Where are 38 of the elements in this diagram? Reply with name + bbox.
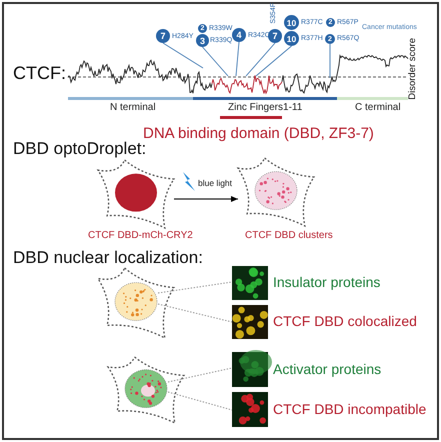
count-badge: 10 (284, 15, 299, 30)
cell-drawing (238, 158, 314, 226)
count-badge: 7 (156, 29, 170, 43)
leader-line (246, 42, 276, 76)
axis-title: Disorder score (408, 38, 418, 100)
cell-drawing (98, 268, 174, 338)
row-label: CTCF: (13, 64, 66, 82)
micrograph-image (232, 392, 268, 427)
arrow (174, 196, 238, 202)
count-badge: 10 (284, 31, 299, 46)
caption-text: CTCF DBD clusters (245, 230, 333, 241)
domain-label: C terminal (355, 103, 401, 113)
leader-line (202, 46, 228, 76)
leader-line (236, 42, 240, 76)
section-heading: DBD optoDroplet: (13, 140, 146, 157)
micrograph-image (232, 305, 268, 339)
connector-line (168, 368, 232, 382)
caption-text: CTCF DBD incompatible (273, 402, 426, 418)
edge-label: blue light (198, 179, 232, 188)
caption-text: CTCF DBD colocalized (273, 314, 417, 330)
caption-text: Activator proteins (273, 362, 382, 378)
domain-title: DNA binding domain (DBD, ZF3-7) (143, 126, 374, 141)
caption-text: Insulator proteins (273, 275, 380, 290)
domain-label: N terminal (110, 103, 156, 113)
leader-line (256, 46, 292, 76)
count-badge: 3 (196, 34, 209, 47)
count-badge: 7 (268, 29, 282, 43)
count-badge: 4 (232, 28, 246, 42)
cell-drawing (108, 357, 184, 423)
cell-drawing (98, 160, 174, 228)
connector-line (168, 392, 232, 410)
section-heading: DBD nuclear localization: (13, 249, 203, 266)
connector-line (158, 304, 232, 322)
connector-line (158, 282, 232, 294)
caption-text: CTCF DBD-mCh-CRY2 (88, 230, 193, 241)
leader-line (162, 42, 204, 68)
domain-label: Zinc Fingers1-11 (228, 103, 302, 113)
micrograph-image (232, 266, 268, 300)
